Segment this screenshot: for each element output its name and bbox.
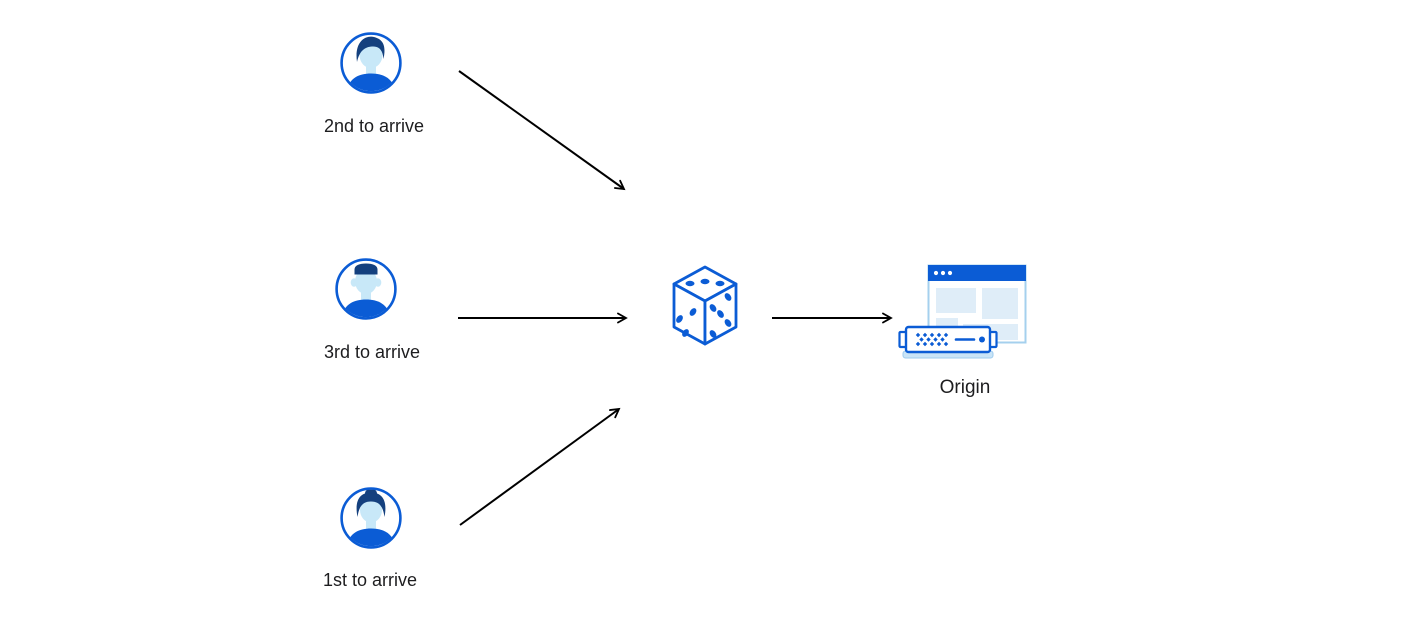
client-node-third (335, 258, 397, 325)
dice-icon (672, 265, 738, 346)
arrow-first-to-dice (459, 407, 621, 526)
server-icon (898, 325, 998, 359)
client-node-second (340, 32, 402, 99)
router-node (669, 264, 741, 355)
person-man-short-hair-icon (335, 258, 397, 320)
client-label-first: 1st to arrive (322, 570, 418, 590)
arrow-second-to-dice (458, 70, 626, 191)
person-woman-hair-bun-icon (340, 487, 402, 549)
client-node-first (340, 487, 402, 554)
origin-server (898, 325, 998, 366)
client-label-second: 2nd to arrive (323, 116, 425, 136)
person-man-swept-hair-icon (340, 32, 402, 94)
client-label-third: 3rd to arrive (323, 342, 421, 362)
origin-label: Origin (939, 377, 991, 398)
